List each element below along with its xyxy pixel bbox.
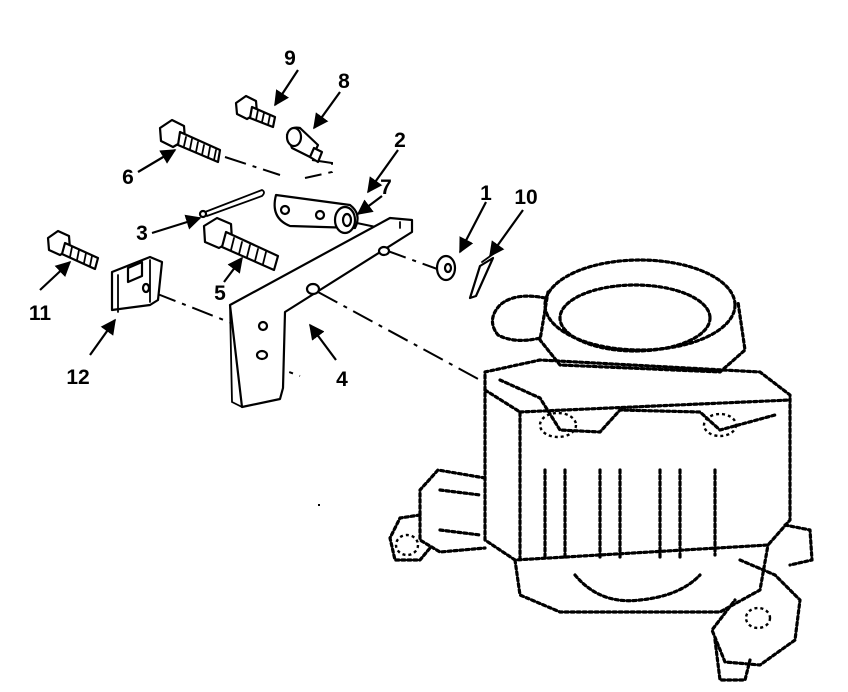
callout-12: 12	[66, 366, 89, 389]
bolt-part-11	[46, 229, 100, 271]
carburetor-phantom	[388, 258, 814, 682]
callout-1: 1	[480, 182, 492, 205]
bolt-part-5	[202, 216, 280, 272]
leader-arrows	[39, 69, 524, 361]
callout-9: 9	[284, 47, 296, 70]
callout-labels: 9 8 2 6 7 1 10 3 5 11 4 12	[29, 47, 538, 391]
callout-6: 6	[122, 166, 134, 189]
callout-10: 10	[514, 186, 537, 209]
callout-5: 5	[214, 282, 226, 305]
spacer-part-8	[285, 126, 324, 164]
cotter-pin-part-10	[468, 251, 497, 300]
callout-7: 7	[380, 176, 392, 199]
washer-part-1	[435, 254, 457, 282]
callout-4: 4	[336, 368, 348, 391]
callout-2: 2	[394, 129, 406, 152]
callout-11: 11	[29, 302, 52, 325]
bolt-part-6	[158, 118, 222, 164]
callout-8: 8	[338, 70, 350, 93]
bracket-part-4	[228, 216, 414, 409]
callout-3: 3	[136, 222, 148, 245]
cotter-pin-part-3	[198, 189, 265, 219]
clip-part-12	[110, 255, 164, 313]
bushing-part-7	[333, 205, 357, 235]
bolt-part-9	[234, 94, 277, 129]
